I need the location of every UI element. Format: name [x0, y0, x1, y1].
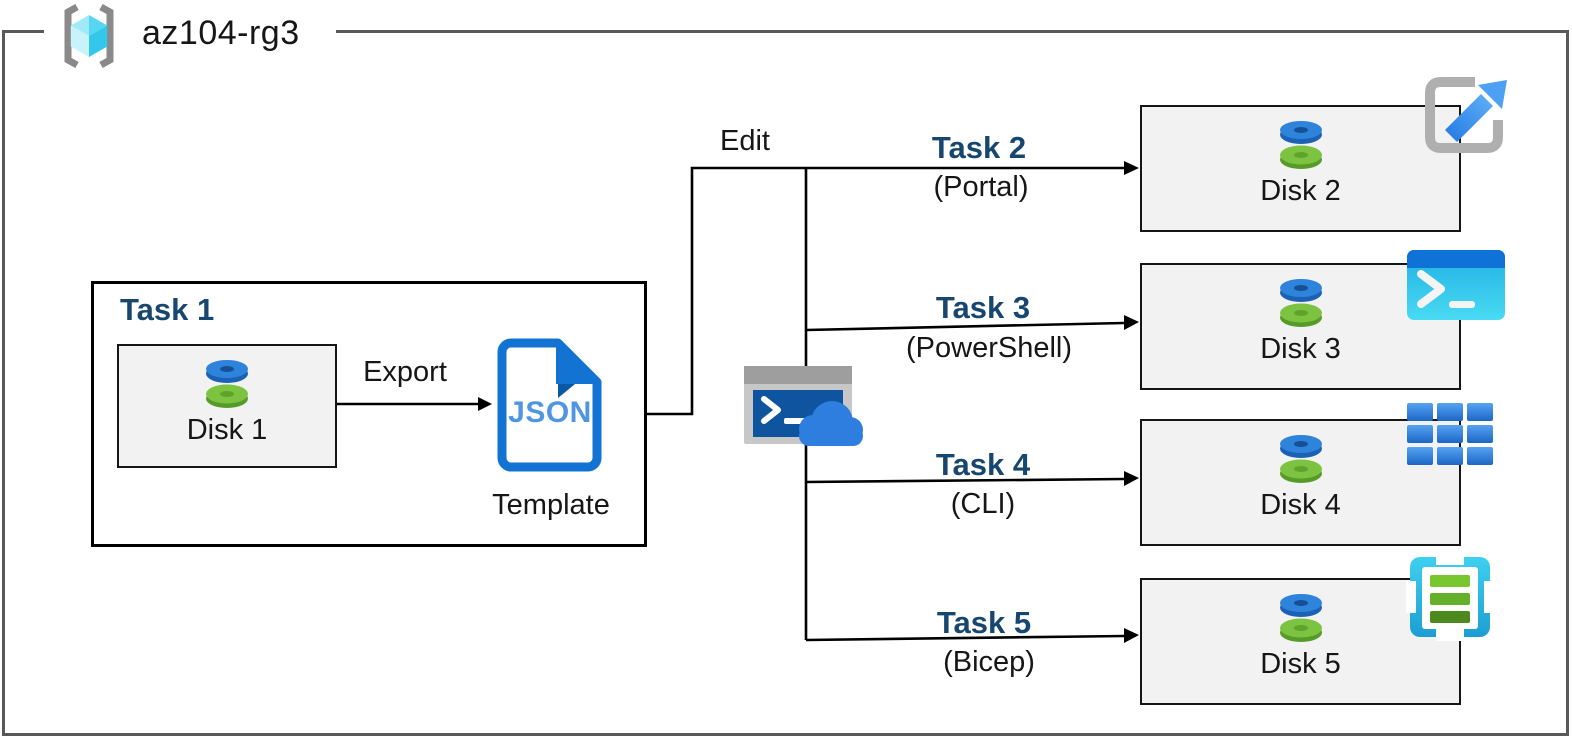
disk4-box: Disk 4: [1140, 419, 1461, 546]
template-label: Template: [492, 489, 610, 521]
disk2-label: Disk 2: [1260, 175, 1341, 207]
disk4-label: Disk 4: [1260, 489, 1341, 521]
disk2-box: Disk 2: [1140, 105, 1461, 232]
task4-label: Task 4: [935, 447, 1031, 482]
export-label: Export: [363, 356, 447, 388]
task5-label: Task 5: [936, 605, 1032, 640]
task1-title: Task 1: [120, 292, 215, 327]
disk5-box: Disk 5: [1140, 578, 1461, 705]
disk5-label: Disk 5: [1260, 648, 1341, 680]
task5-method: (Bicep): [943, 646, 1035, 678]
json-doc-text: JSON: [508, 396, 592, 429]
boundary-title-gap: [44, 24, 336, 38]
disk1-label: Disk 1: [186, 414, 268, 446]
resource-group-name: az104-rg3: [142, 14, 300, 52]
disk3-label: Disk 3: [1260, 333, 1341, 365]
task3-label: Task 3: [935, 290, 1031, 325]
task2-method: (Portal): [933, 171, 1029, 203]
managed-disk-icon: [1279, 121, 1322, 169]
managed-disk-icon: [206, 360, 248, 408]
cloud-shell-icon: [744, 366, 863, 446]
task4-method: (CLI): [950, 488, 1016, 520]
cli-grid-icon: [1407, 403, 1493, 465]
disk1-box: Disk 1: [117, 344, 337, 468]
managed-disk-icon: [1279, 594, 1322, 642]
json-template-icon: [497, 338, 602, 472]
resource-group-boundary: [2, 30, 1569, 736]
bicep-template-icon: [1406, 555, 1494, 641]
task3-method: (PowerShell): [906, 332, 1072, 364]
powershell-icon: [1407, 250, 1505, 320]
edit-label: Edit: [720, 125, 770, 157]
portal-share-icon: [1425, 77, 1507, 153]
managed-disk-icon: [1279, 279, 1322, 327]
managed-disk-icon: [1279, 435, 1322, 483]
resource-group-icon: [64, 3, 114, 69]
task2-label: Task 2: [931, 130, 1027, 165]
